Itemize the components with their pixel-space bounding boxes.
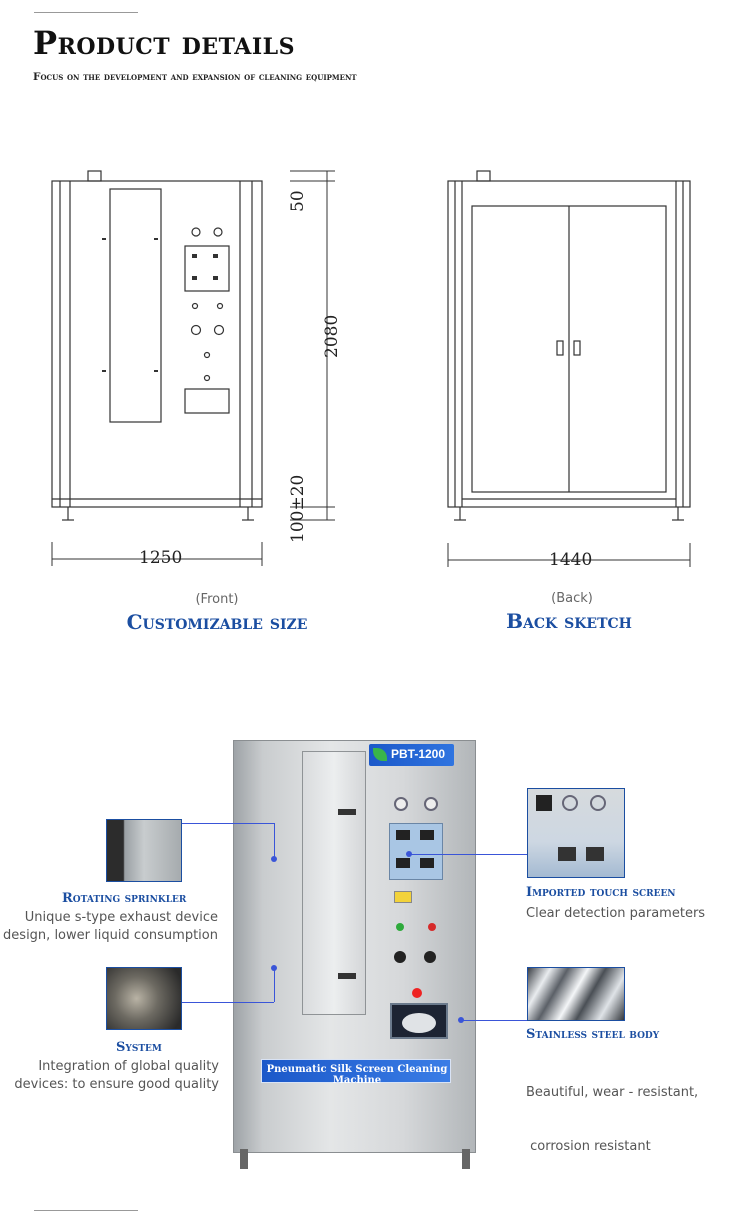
- feature-desc-stainless-steel: Beautiful, wear - resistant, corrosion r…: [526, 1085, 699, 1154]
- emergency-button: [412, 988, 422, 998]
- name-plate: Pneumatic Silk Screen Cleaning Machine: [261, 1059, 451, 1086]
- pointer-line-system-h: [182, 1002, 274, 1003]
- knob-left: [394, 951, 406, 963]
- gauge-right: [424, 797, 438, 811]
- back-label: (Back): [551, 591, 593, 606]
- gauge-left: [394, 797, 408, 811]
- feature-desc-touch-screen: Clear detection parameters: [526, 906, 706, 921]
- feature-title-rotating-sprinkler: Rotating sprinkler: [62, 891, 187, 906]
- feature-title-touch-screen: Imported touch screen: [526, 885, 676, 900]
- control-panel: [389, 823, 443, 880]
- foot-left: [240, 1149, 248, 1169]
- knob-right: [424, 951, 436, 963]
- back-dim-width: 1440: [549, 550, 592, 570]
- front-dim-bottom: 100±20: [288, 475, 308, 543]
- door-handle-bottom: [338, 973, 356, 979]
- pointer-dot-system: [271, 965, 277, 971]
- feature-title-stainless-steel: Stainless steel body: [526, 1027, 660, 1042]
- feature-desc-system: Integration of global quality devices: t…: [14, 1059, 219, 1092]
- indicator-green: [396, 923, 404, 931]
- leaf-logo-icon: [373, 748, 387, 761]
- pointer-line-system-v: [274, 968, 275, 1002]
- bottom-rule: [34, 1210, 138, 1211]
- thumb-rotating-sprinkler: [106, 819, 182, 882]
- page-title: Product details: [33, 24, 296, 62]
- thumb-system: [106, 967, 182, 1030]
- machine-door: [302, 751, 366, 1015]
- door-handle-top: [338, 809, 356, 815]
- top-rule: [34, 12, 138, 13]
- thumb-touch-screen: [527, 788, 625, 878]
- name-plate-label: Pneumatic Silk Screen Cleaning Machine: [266, 1064, 448, 1086]
- model-badge: PBT-1200: [369, 744, 454, 766]
- feature-title-system: System: [116, 1040, 162, 1055]
- pointer-line-steel-h: [462, 1020, 527, 1021]
- foot-right: [462, 1149, 470, 1169]
- front-drawing: 50 2080 100±20 1250: [51, 170, 340, 568]
- pointer-dot-touch: [406, 851, 412, 857]
- thumb-stainless-steel: [527, 967, 625, 1021]
- back-caption: Back sketch: [506, 609, 632, 633]
- page-subtitle: Focus on the development and expansion o…: [33, 71, 357, 83]
- pointer-line-touch-h: [410, 854, 527, 855]
- front-dim-width: 1250: [139, 548, 182, 568]
- model-label: PBT-1200: [391, 747, 446, 761]
- hand-port: [390, 1003, 448, 1039]
- front-dim-height: 2080: [322, 315, 340, 358]
- front-caption: Customizable size: [126, 610, 308, 634]
- pointer-line-sprinkler-h: [182, 823, 274, 824]
- machine-photo: PBT-1200 Pneumatic Silk Screen Cleaning …: [233, 740, 476, 1169]
- feature-desc-rotating-sprinkler: Unique s-type exhaust device design, low…: [3, 910, 218, 943]
- pointer-dot-steel: [458, 1017, 464, 1023]
- front-dim-top: 50: [288, 190, 308, 212]
- indicator-red: [428, 923, 436, 931]
- front-label: (Front): [195, 592, 239, 607]
- pointer-dot-sprinkler: [271, 856, 277, 862]
- warning-label: [394, 891, 412, 903]
- back-drawing: 1440: [447, 170, 691, 570]
- pointer-line-sprinkler-v: [274, 823, 275, 859]
